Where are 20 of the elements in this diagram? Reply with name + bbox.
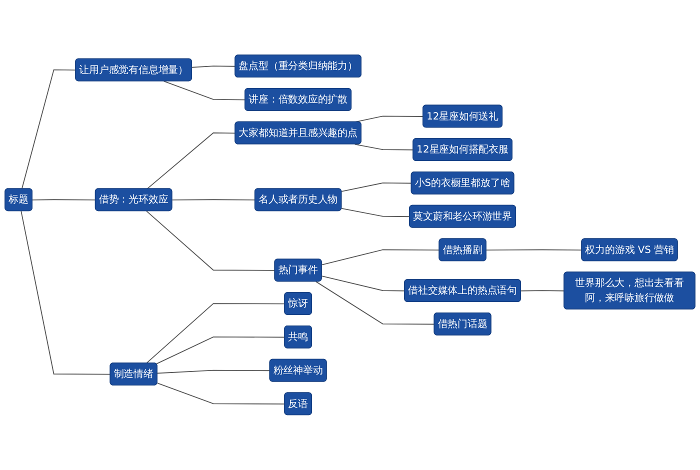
connector bbox=[146, 303, 286, 364]
connector bbox=[21, 69, 76, 190]
connector bbox=[156, 336, 286, 364]
connector bbox=[146, 132, 236, 190]
connector bbox=[520, 290, 565, 292]
connector bbox=[341, 182, 412, 192]
connector bbox=[20, 210, 111, 375]
connector bbox=[341, 208, 410, 218]
connector bbox=[32, 199, 96, 201]
connector bbox=[321, 276, 406, 292]
connector bbox=[146, 210, 276, 272]
connector bbox=[192, 66, 236, 68]
connector bbox=[156, 370, 270, 374]
connector bbox=[486, 249, 582, 251]
connector bbox=[156, 382, 286, 405]
connector bbox=[163, 80, 246, 100]
connector bbox=[321, 249, 440, 266]
connector bbox=[354, 144, 414, 150]
connector bbox=[172, 199, 256, 201]
connector bbox=[315, 281, 435, 325]
